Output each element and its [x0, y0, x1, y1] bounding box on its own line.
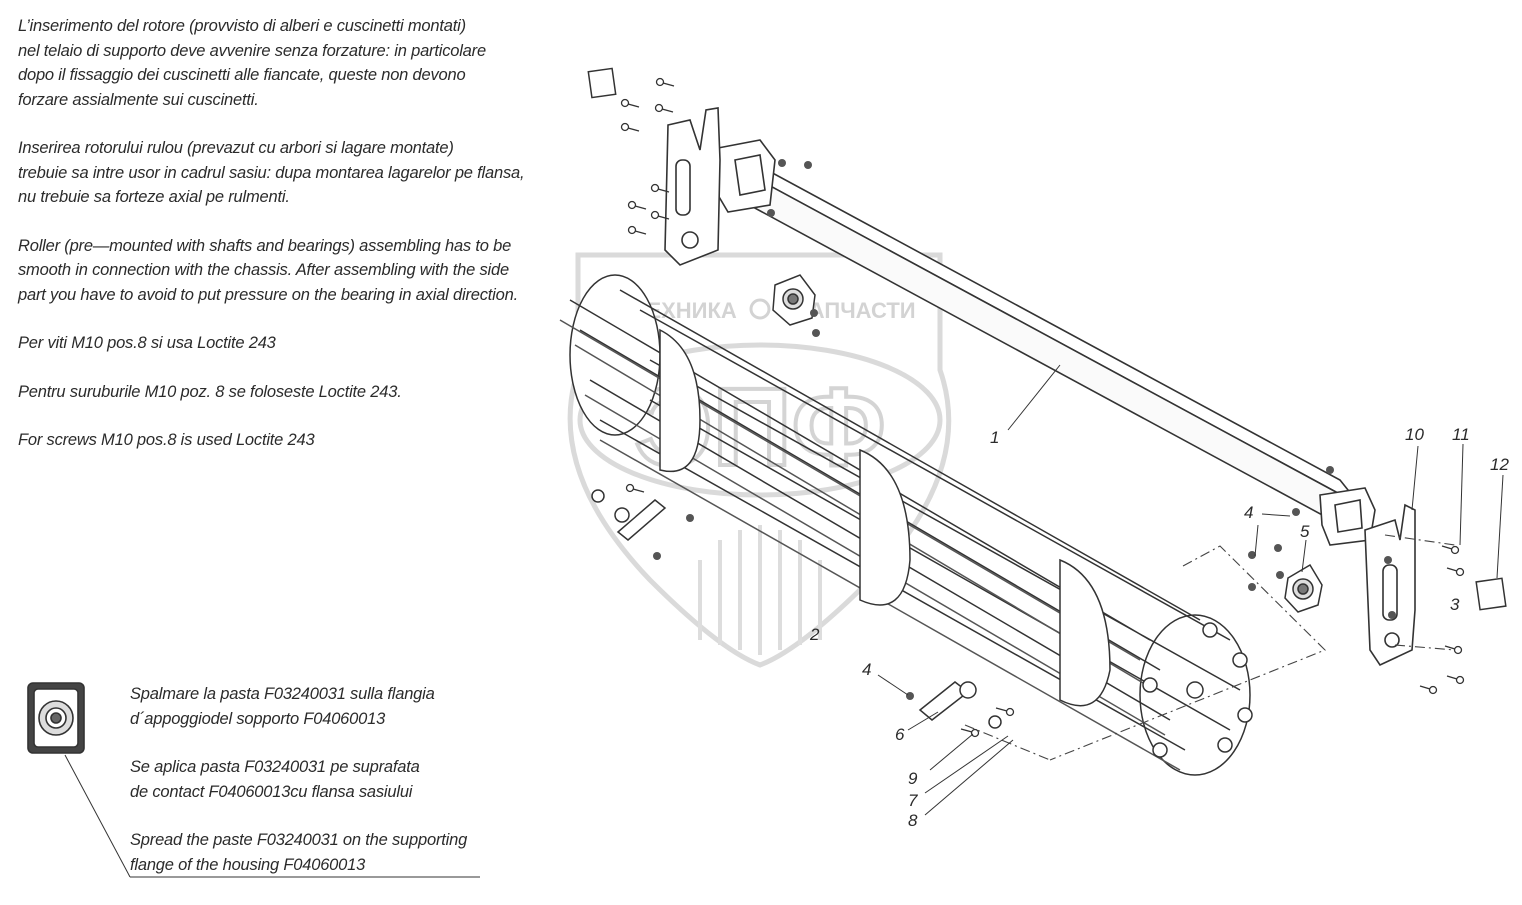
bearing-flange-right — [1284, 563, 1323, 613]
callout-7: 7 — [908, 791, 918, 810]
loctite-note-ro: Pentru suruburile M10 poz. 8 se folosest… — [18, 382, 402, 401]
loctite-note-en: For screws M10 pos.8 is used Loctite 243 — [18, 431, 315, 449]
note-it-line: nel telaio di supporto deve avvenire sen… — [18, 41, 486, 60]
callout-2: 2 — [809, 625, 820, 644]
note-ro-line: trebuie sa intre usor in cadrul sasiu: d… — [18, 163, 525, 182]
assembly-guide-lines — [964, 534, 1456, 761]
callout-10: 10 — [1405, 425, 1424, 444]
bearing-flange-top — [772, 274, 816, 326]
callout-5: 5 — [1300, 522, 1310, 541]
bolts — [620, 77, 1465, 738]
nuts — [653, 159, 1396, 700]
callout-12: 12 — [1490, 455, 1509, 474]
flange-housing-icon — [27, 682, 85, 754]
leader-lines — [64, 364, 1504, 878]
callout-1: 1 — [990, 428, 999, 447]
note-en-line: Roller (pre—mounted with shafts and bear… — [18, 236, 512, 255]
note-en-line: smooth in connection with the chassis. A… — [18, 261, 509, 279]
loctite-note-it: Per viti M10 pos.8 si usa Loctite 243 — [18, 334, 276, 352]
frame-beam — [714, 139, 1376, 546]
paste-note-it-line: d´appoggiodel sopporto F04060013 — [130, 709, 386, 728]
right-side-plate — [1364, 503, 1416, 667]
stub-shaft-left — [591, 489, 667, 541]
callout-8: 8 — [908, 811, 918, 830]
assembly-notes: L’inserimento del rotore (provvisto di a… — [18, 14, 558, 453]
left-side-plate — [664, 107, 721, 266]
note-it-line: dopo il fissaggio dei cuscinetti alle fi… — [18, 66, 466, 84]
note-ro-line: Inserirea rotorului rulou (prevazut cu a… — [18, 139, 454, 157]
callout-9: 9 — [908, 769, 918, 788]
end-cap-top — [587, 67, 617, 99]
paste-note-ro-line: Se aplica pasta F03240031 pe suprafata — [130, 758, 420, 776]
callout-11: 11 — [1452, 425, 1470, 444]
paste-note-it-line: Spalmare la pasta F03240031 sulla flangi… — [130, 685, 435, 703]
note-it-line: forzare assialmente sui cuscinetti. — [18, 90, 259, 109]
paste-note-en-line: Spread the paste F03240031 on the suppor… — [130, 831, 468, 849]
callout-labels: 1 2 3 4 4 5 6 7 8 9 10 11 12 — [809, 425, 1509, 830]
gear-icon — [749, 298, 771, 320]
callout-4-right: 4 — [1244, 503, 1253, 522]
paste-notes: Spalmare la pasta F03240031 sulla flangi… — [130, 682, 490, 877]
note-ro-line: nu trebuie sa forteze axial pe rulmenti. — [18, 188, 290, 206]
stub-shaft-part-6 — [918, 681, 1002, 729]
callout-4-lower: 4 — [862, 660, 871, 679]
note-en-line: part you have to avoid to put pressure o… — [18, 285, 518, 304]
paste-note-en-line: flange of the housing F04060013 — [130, 855, 366, 874]
note-it-line: L’inserimento del rotore (provvisto di a… — [18, 17, 466, 35]
callout-3: 3 — [1450, 595, 1460, 614]
end-cap-12 — [1475, 577, 1507, 611]
roller-cage — [559, 274, 1253, 776]
callout-6: 6 — [895, 725, 905, 744]
paste-note-ro-line: de contact F04060013cu flansa sasiului — [130, 782, 413, 801]
